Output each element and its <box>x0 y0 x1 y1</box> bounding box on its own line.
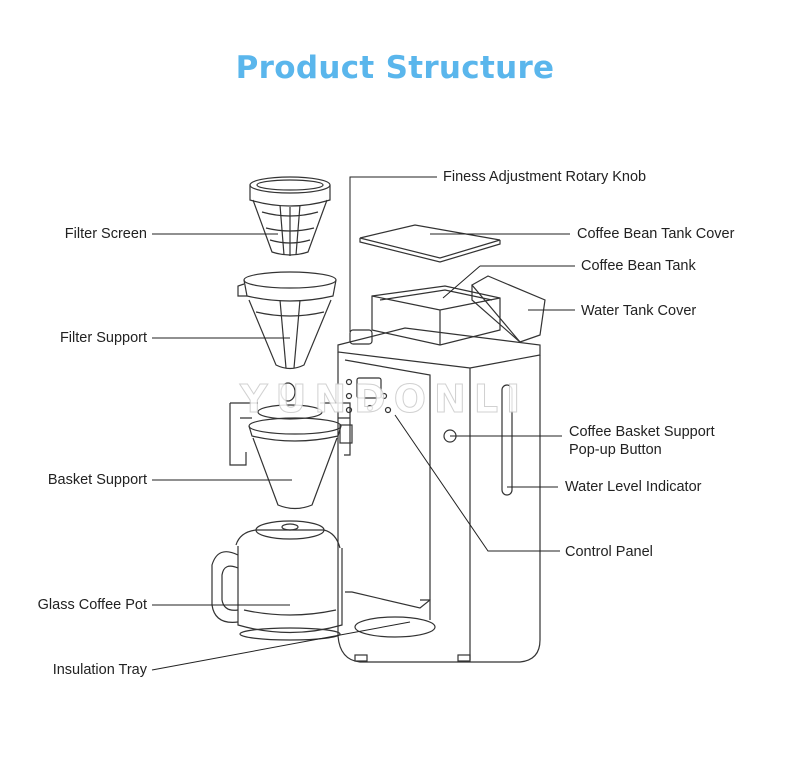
label-bean-tank-cover: Coffee Bean Tank Cover <box>577 226 735 242</box>
leader-insulation-tray <box>151 621 411 671</box>
label-basket-support: Basket Support <box>47 472 147 488</box>
glass-pot-illustration <box>211 520 343 641</box>
label-popup-button-line1: Coffee Basket Support <box>569 424 715 440</box>
label-popup-button-line2: Pop-up Button <box>569 442 662 458</box>
leader-bean-tank <box>442 265 481 299</box>
basket-support-illustration <box>229 382 353 510</box>
label-water-tank-cover: Water Tank Cover <box>581 303 697 319</box>
leader-control-panel <box>394 414 560 552</box>
machine-body-illustration <box>337 224 546 663</box>
label-insulation-tray: Insulation Tray <box>52 662 147 678</box>
watermark: YUNDONLI <box>239 377 529 422</box>
leader-finess-knob <box>349 176 437 332</box>
filter-support-illustration <box>237 271 337 370</box>
page-title: Product Structure <box>235 50 555 86</box>
label-finess-knob: Finess Adjustment Rotary Knob <box>443 169 647 185</box>
label-control-panel: Control Panel <box>565 544 653 560</box>
label-bean-tank: Coffee Bean Tank <box>581 258 696 274</box>
label-water-level: Water Level Indicator <box>565 479 702 495</box>
label-filter-screen: Filter Screen <box>64 226 147 242</box>
filter-screen-illustration <box>249 176 331 256</box>
label-filter-support: Filter Support <box>59 330 147 346</box>
label-glass-pot: Glass Coffee Pot <box>37 597 147 613</box>
